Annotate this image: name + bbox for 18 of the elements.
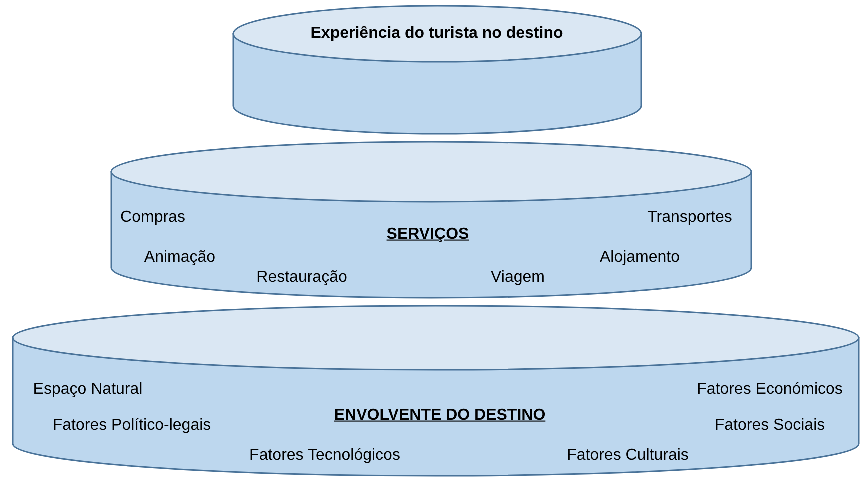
cylinder-label: Fatores Sociais	[714, 416, 826, 436]
cylinder-label: Fatores Político-legais	[52, 416, 212, 436]
cylinder-shape	[232, 4, 643, 136]
cylinder-label: Animação	[144, 248, 216, 268]
cylinder-label: Viagem	[491, 268, 545, 288]
cylinder-label: Alojamento	[600, 248, 680, 268]
cylinder-shape	[12, 304, 860, 479]
cylinder-label: Fatores Tecnológicos	[250, 446, 400, 466]
cylinder-label: Espaço Natural	[33, 380, 143, 400]
cylinder-label: Compras	[120, 208, 186, 228]
cylinder-heading: SERVIÇOS	[386, 226, 470, 244]
cylinder-label: Fatores Económicos	[697, 380, 843, 400]
cylinder-shape	[110, 140, 753, 300]
cylinder-label: Restauração	[256, 268, 348, 288]
cylinder-heading: Experiência do turista no destino	[310, 24, 564, 44]
cylinder-heading: ENVOLVENTE DO DESTINO	[334, 406, 546, 426]
cylinder-label: Transportes	[648, 208, 732, 228]
cylinder-label: Fatores Culturais	[567, 446, 689, 466]
